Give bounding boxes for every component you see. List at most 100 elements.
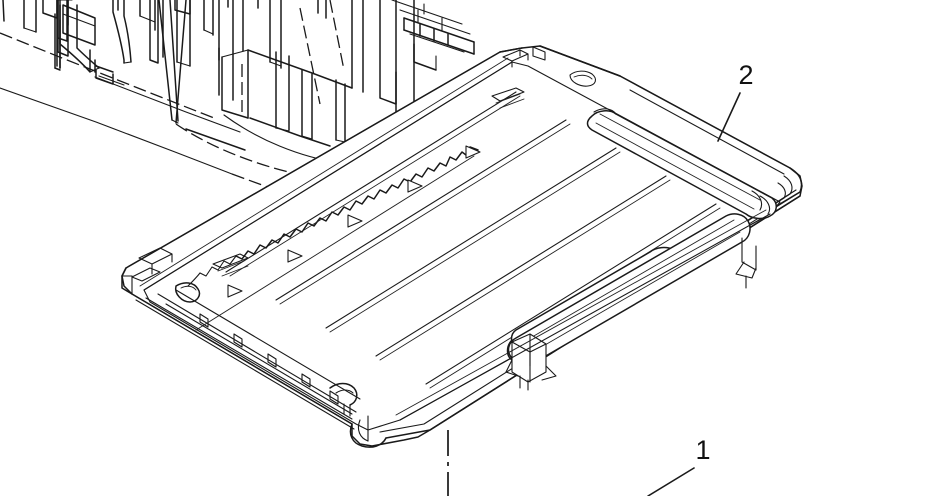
floor-slot-2 bbox=[212, 253, 249, 269]
tray-front-corner-round-2 bbox=[357, 419, 369, 442]
tray-front-inner-lip-2 bbox=[395, 209, 767, 416]
floor-rib-2a bbox=[325, 147, 617, 329]
rear-fence-rail-cap bbox=[759, 195, 771, 215]
frame-shelf-edge-3 bbox=[403, 17, 475, 43]
tray-front-hook bbox=[329, 382, 358, 406]
floor-rib-3a bbox=[375, 175, 667, 357]
callout-1-label: 1 bbox=[695, 435, 710, 465]
side-fence-shadow-line bbox=[195, 155, 475, 331]
frame-fin-2b bbox=[123, 0, 132, 63]
tray-right-top-edge bbox=[619, 75, 791, 169]
tray-floor-ribs bbox=[225, 91, 721, 389]
frame-slab-left bbox=[57, 0, 69, 57]
floor-rib-3b bbox=[379, 179, 671, 361]
frame-rib-link-7 bbox=[301, 135, 313, 140]
fence-tab-1 bbox=[465, 145, 481, 159]
frame-rib-link-3 bbox=[176, 61, 191, 67]
tray-rear-wall-outer-edge bbox=[125, 51, 501, 269]
frame-hidden-rib-2 bbox=[299, 7, 321, 105]
side-fence-tail bbox=[187, 272, 201, 287]
tray-left-finger-3 bbox=[267, 353, 277, 368]
side-fence-serrated-edge bbox=[235, 146, 479, 260]
fence-tab-3 bbox=[347, 214, 363, 228]
frame-fin-link-2 bbox=[123, 61, 132, 64]
floor-rib-2b bbox=[329, 151, 621, 333]
frame-box-1 bbox=[221, 56, 249, 119]
frame-blade-1 bbox=[158, 0, 173, 121]
floor-slot-2-line2 bbox=[221, 265, 249, 277]
callout-1-leader bbox=[647, 467, 695, 496]
frame-plane-1 bbox=[149, 0, 159, 64]
tray-rear-corner-top bbox=[539, 45, 621, 77]
floor-rib-1b bbox=[279, 123, 571, 305]
tray-rim-hook-1 bbox=[569, 70, 597, 87]
tray-rear-wall-seam bbox=[139, 57, 509, 287]
frame-base-front-edge bbox=[0, 87, 233, 175]
tray-top-corner-edge bbox=[499, 47, 523, 53]
center-guide-bar-hl-2 bbox=[525, 231, 741, 357]
floor-slot-1 bbox=[491, 87, 525, 102]
callout-2-label: 2 bbox=[738, 60, 753, 90]
tray-left-band-1 bbox=[131, 293, 353, 425]
tray-rear-hook-inner bbox=[180, 285, 197, 291]
rear-fence-rail-hook bbox=[593, 108, 617, 115]
frame-shelf-1 bbox=[98, 75, 125, 86]
frame-edge-diag-1 bbox=[247, 49, 353, 89]
floor-slot-1-line bbox=[495, 93, 521, 104]
upper-frame-assembly bbox=[0, 0, 475, 202]
tray-front-corner-round bbox=[349, 423, 387, 448]
frame-edge-diag-2 bbox=[249, 117, 331, 147]
rear-fence-rail-cap-2 bbox=[751, 190, 763, 211]
floor-rib-4a bbox=[425, 203, 717, 385]
tray-body bbox=[121, 45, 803, 448]
floor-rib-0b bbox=[229, 95, 521, 277]
rear-fence-rail-highlight-2 bbox=[595, 122, 755, 210]
tray-left-shelf-rail bbox=[175, 289, 361, 400]
center-guide-fin-2 bbox=[541, 365, 557, 381]
frame-blade-foot bbox=[171, 119, 179, 124]
callout-1: 1 bbox=[647, 435, 711, 496]
callout-2: 2 bbox=[717, 60, 754, 142]
tray-left-finger-4 bbox=[301, 373, 311, 388]
frame-rib-link-1 bbox=[23, 27, 37, 33]
frame-shelf-edge-6 bbox=[403, 29, 475, 55]
side-fence-serrated-edge-2 bbox=[199, 255, 237, 277]
frame-hidden-base-edge bbox=[0, 32, 215, 119]
center-guide-bar-hl-1 bbox=[519, 219, 735, 345]
tray-right-top-edge-2 bbox=[629, 89, 785, 175]
frame-tab-2 bbox=[95, 65, 114, 73]
tray-left-corner-outer bbox=[121, 267, 133, 295]
tray-rear-hook bbox=[174, 282, 201, 303]
tray-rear-wall-inner-edge bbox=[143, 61, 513, 291]
rear-fence-rail bbox=[586, 108, 777, 220]
tray-left-finger-5 bbox=[329, 390, 339, 405]
floor-slot-1-line2 bbox=[499, 98, 525, 109]
tray-left-finger-1 bbox=[199, 313, 209, 328]
center-guide-fin-1 bbox=[505, 359, 519, 377]
floor-slot-2-line bbox=[217, 260, 245, 272]
frame-shelf-edge-2 bbox=[399, 9, 471, 35]
fence-tab-4 bbox=[287, 249, 303, 263]
rear-fence-rail-body bbox=[586, 110, 777, 220]
frame-plate-right bbox=[379, 0, 397, 105]
center-guide-right-foot bbox=[741, 237, 757, 271]
tray-left-ear-2 bbox=[131, 267, 161, 282]
frame-box-3 bbox=[221, 49, 249, 58]
tray-left-shelf-bot bbox=[165, 303, 353, 415]
frame-shelf-drop-1 bbox=[413, 43, 437, 71]
tray-right-corner-round-2 bbox=[783, 175, 793, 195]
fence-tab-5 bbox=[227, 284, 243, 298]
frame-hidden-rib-3 bbox=[329, 0, 345, 71]
frame-base-front-edge-dashed bbox=[231, 173, 291, 196]
tray-left-band-3 bbox=[145, 297, 353, 420]
center-guide-right-fin bbox=[735, 261, 757, 279]
frame-rib-link-2 bbox=[139, 15, 156, 23]
rear-fence-rail-highlight-1 bbox=[599, 113, 761, 201]
fence-tab-2 bbox=[407, 179, 423, 193]
frame-blade-2 bbox=[169, 0, 179, 122]
frame-rib-link-4 bbox=[203, 29, 214, 35]
frame-step-1 bbox=[95, 69, 114, 85]
floor-rib-1a bbox=[275, 119, 567, 301]
